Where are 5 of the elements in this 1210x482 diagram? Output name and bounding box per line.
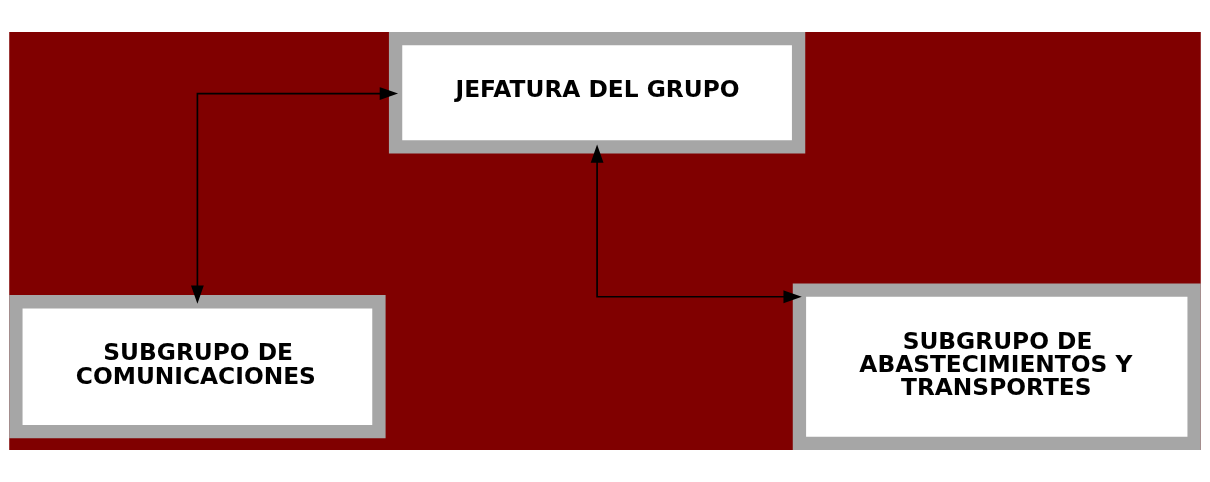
arrow xyxy=(191,87,399,304)
node-box: SUBGRUPO DE COMUNICACIONES xyxy=(9,295,386,439)
arrow xyxy=(590,144,802,304)
node-box: JEFATURA DEL GRUPO xyxy=(388,32,806,154)
node-box: SUBGRUPO DE ABASTECIMIENTOS Y TRANSPORTES xyxy=(792,283,1201,450)
